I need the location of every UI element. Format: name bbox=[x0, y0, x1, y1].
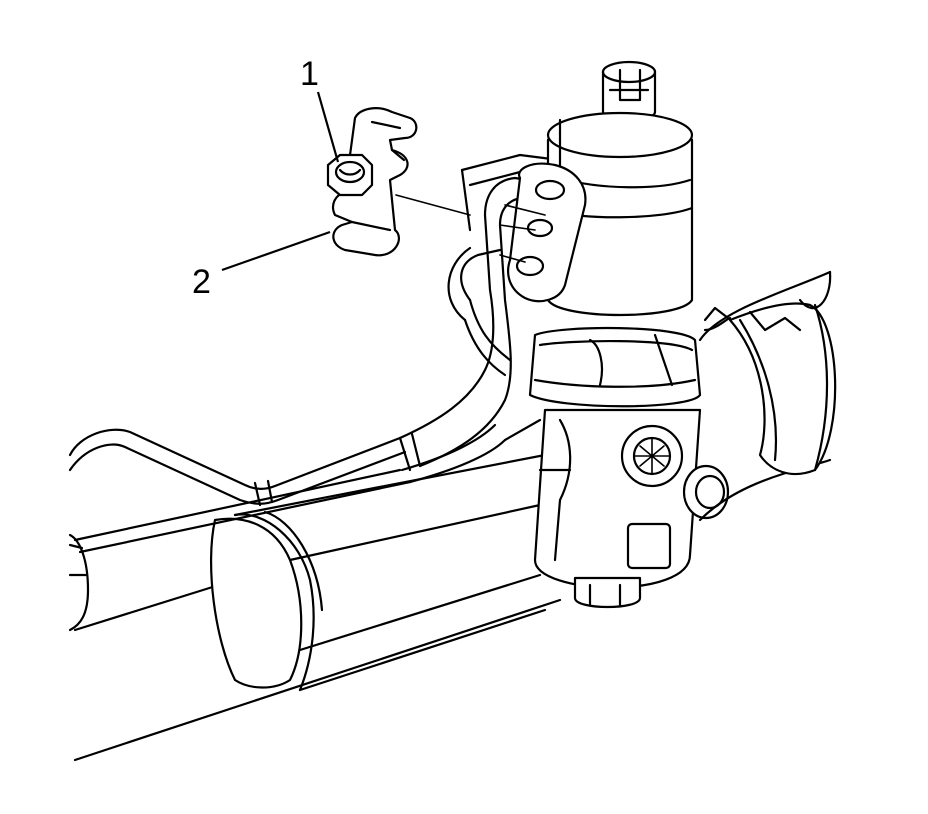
left-tie-rod-end bbox=[68, 533, 90, 632]
hydraulic-lines bbox=[68, 153, 577, 554]
leader-line-1 bbox=[316, 91, 340, 163]
tube-end-band bbox=[210, 510, 324, 692]
callout-2: 2 bbox=[192, 263, 211, 301]
rack-housing-tube bbox=[73, 453, 562, 762]
leader-line-2 bbox=[221, 230, 331, 272]
callout-leaders bbox=[221, 91, 340, 272]
callout-1: 1 bbox=[300, 55, 319, 93]
valve-housing bbox=[499, 60, 730, 609]
right-boot bbox=[698, 270, 837, 522]
retainer-plate bbox=[331, 107, 471, 257]
bolt bbox=[326, 153, 374, 197]
